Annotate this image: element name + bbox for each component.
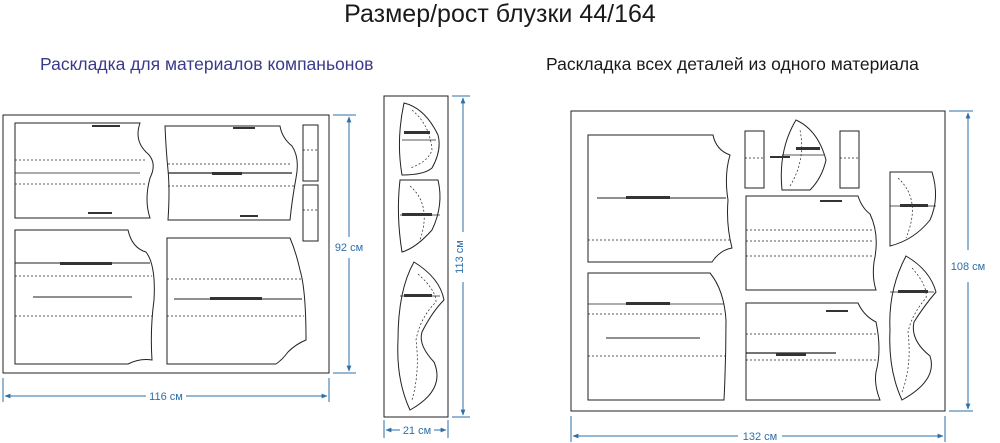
pattern-piece-front-middle: [745, 195, 877, 291]
pattern-piece-front-bottom: [166, 237, 307, 365]
single-material-layout-caption: Раскладка всех деталей из одного материа…: [546, 54, 919, 74]
companion-layout-caption: Раскладка для материалов компаньонов: [40, 54, 374, 74]
companion-main-sheet: [2, 114, 330, 374]
dimension-lines: [2, 95, 973, 442]
pattern-piece-sleeve-right-1: [889, 171, 936, 247]
companion-sleeve-strip: [383, 95, 449, 418]
single-material-sheet: [570, 110, 946, 412]
strip-outline: [383, 95, 449, 418]
pattern-piece-strip-1: [302, 124, 319, 182]
single-width-label: 132 см: [743, 431, 777, 443]
pattern-piece-sleeve-right-2: [889, 255, 937, 401]
piece-markings: [60, 125, 928, 356]
companion-height-label: 92 см: [335, 242, 363, 254]
fabric-sheet-outline: [2, 114, 330, 374]
strip-width-label: 21 см: [403, 425, 431, 437]
pattern-piece-sleeve-1: [398, 102, 440, 176]
pattern-piece-back-bottom: [587, 272, 727, 401]
fabric-sheet-outline: [570, 110, 946, 412]
dimension-labels: 116 см 92 см 21 см 113 см 132 см 108 см: [149, 240, 985, 443]
strip-height-label: 113 см: [454, 240, 466, 274]
pattern-piece-back-bottom: [14, 229, 155, 365]
page-title: Размер/рост блузки 44/164: [344, 0, 656, 28]
pattern-piece-sleeve-3: [397, 261, 445, 411]
companion-width-label: 116 см: [149, 391, 183, 403]
pattern-piece-back-top: [14, 122, 154, 219]
pattern-piece-strip-2: [302, 184, 319, 242]
pattern-piece-sleeve-top: [780, 119, 827, 191]
single-height-label: 108 см: [951, 261, 985, 273]
pattern-piece-strip-1: [744, 130, 765, 189]
pattern-piece-front-bottom: [745, 302, 881, 401]
pattern-piece-strip-2: [839, 130, 860, 189]
